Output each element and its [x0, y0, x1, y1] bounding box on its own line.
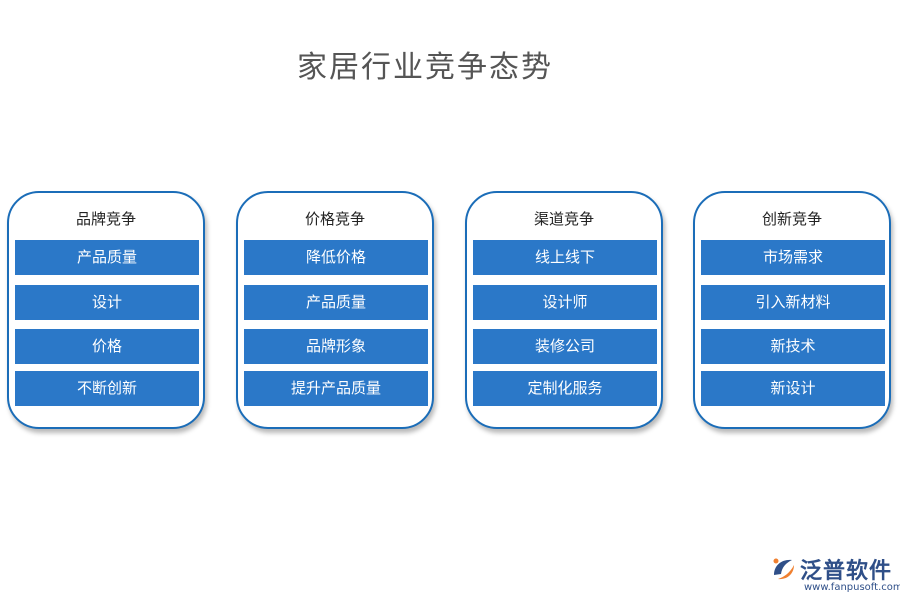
- brand-logo: 泛普软件 www.fanpusoft.com: [770, 553, 900, 598]
- category-card-price: 价格竞争 降低价格 产品质量 品牌形象 提升产品质量: [236, 191, 434, 429]
- category-card-channel: 渠道竞争 线上线下 设计师 装修公司 定制化服务: [465, 191, 663, 429]
- category-title: 创新竞争: [761, 210, 822, 228]
- category-card-innovation: 创新竞争 市场需求 引入新材料 新技术 新设计: [693, 191, 891, 429]
- logo-url: www.fanpusoft.com: [804, 582, 900, 593]
- category-item: 提升产品质量: [244, 371, 428, 406]
- category-item: 装修公司: [473, 329, 657, 364]
- category-item: 价格: [15, 329, 199, 364]
- category-item: 降低价格: [244, 240, 428, 275]
- category-item: 设计师: [473, 285, 657, 320]
- category-title: 价格竞争: [304, 210, 365, 228]
- category-item: 定制化服务: [473, 371, 657, 406]
- category-item: 新设计: [701, 371, 885, 406]
- category-item: 市场需求: [701, 240, 885, 275]
- category-item: 引入新材料: [701, 285, 885, 320]
- category-title: 渠道竞争: [533, 210, 594, 228]
- logo-name: 泛普软件: [800, 559, 893, 584]
- diagram-title: 家居行业竞争态势: [297, 50, 553, 85]
- category-item: 品牌形象: [244, 329, 428, 364]
- category-item: 新技术: [701, 329, 885, 364]
- category-title: 品牌竞争: [75, 210, 136, 228]
- category-card-brand: 品牌竞争 产品质量 设计 价格 不断创新: [7, 191, 205, 429]
- category-item: 产品质量: [244, 285, 428, 320]
- logo-mark-icon: [773, 558, 794, 580]
- category-item: 线上线下: [473, 240, 657, 275]
- category-item: 不断创新: [15, 371, 199, 406]
- category-item: 产品质量: [15, 240, 199, 275]
- category-item: 设计: [15, 285, 199, 320]
